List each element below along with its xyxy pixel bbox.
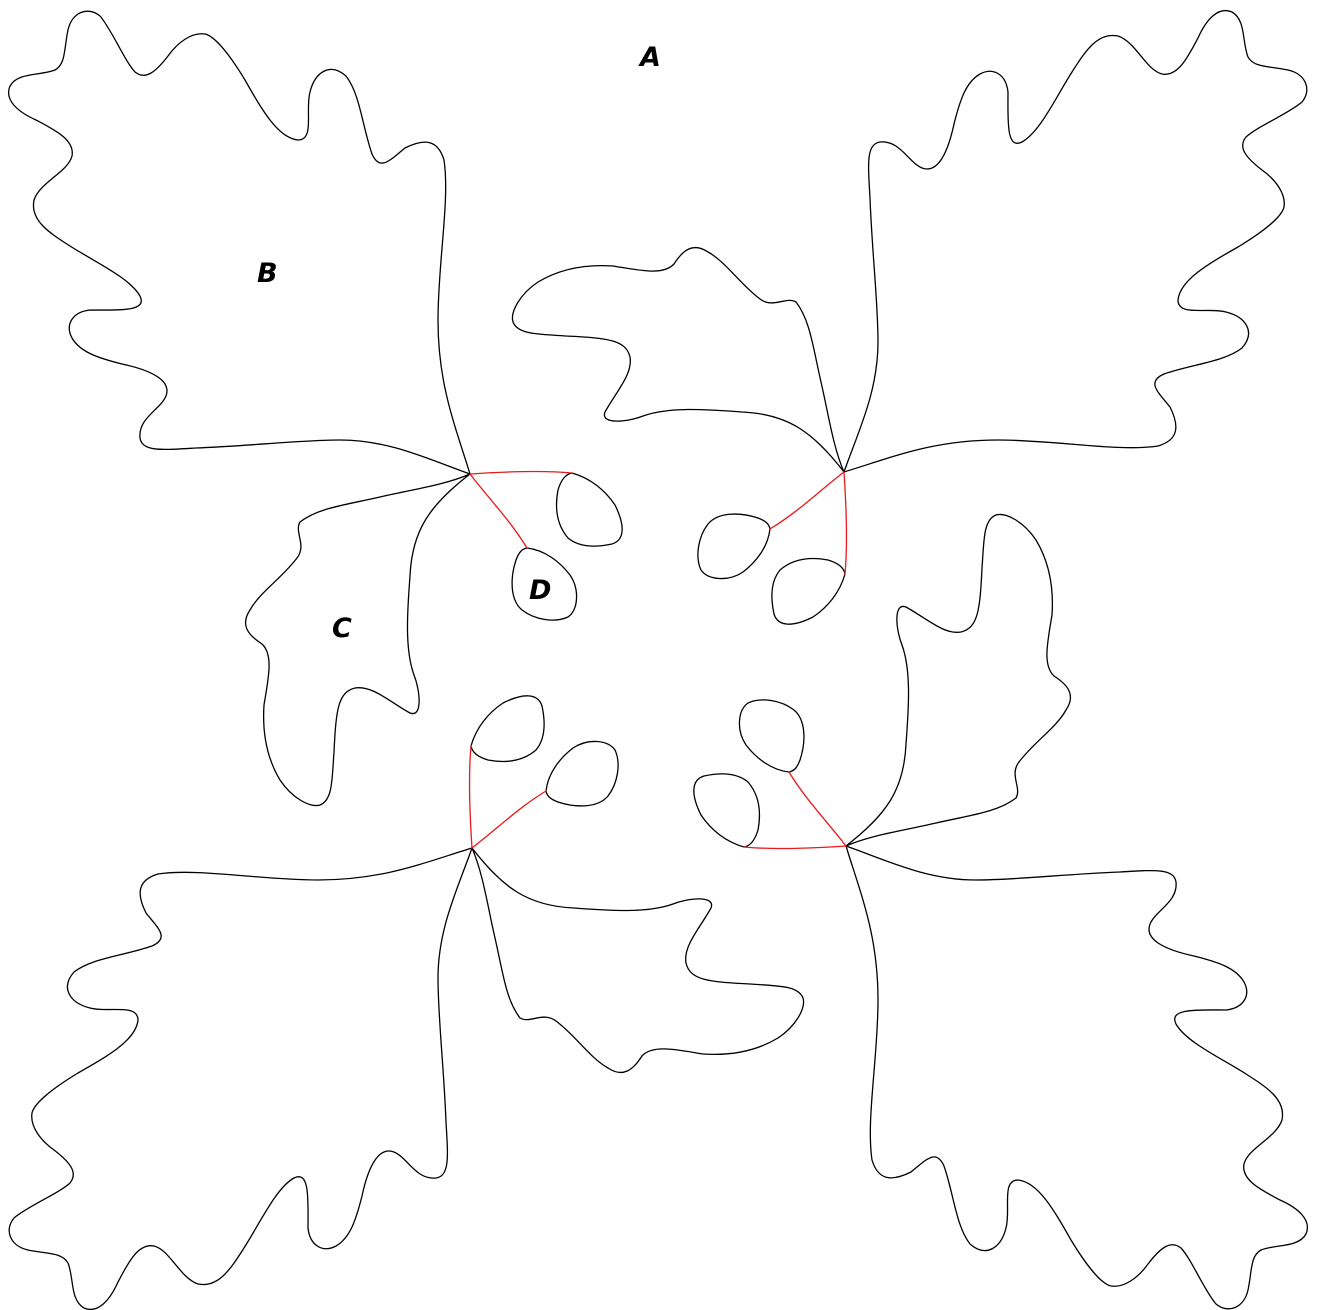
label-a: A: [638, 42, 661, 73]
label-c: C: [332, 613, 352, 644]
label-d: D: [529, 575, 551, 606]
motif-bottom-right: [694, 514, 1308, 1308]
label-b: B: [257, 258, 278, 289]
motif-top-left: [9, 11, 623, 805]
motif-top-right: [512, 11, 1306, 625]
motif-bottom-left: [9, 696, 803, 1310]
